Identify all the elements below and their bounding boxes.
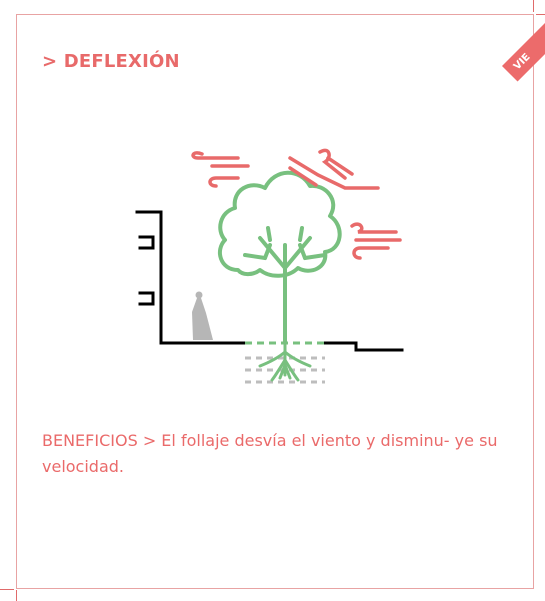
deflection-illustration	[135, 148, 404, 384]
wall-icon	[135, 210, 404, 352]
wind-icon	[191, 148, 402, 260]
crop-mark-left	[0, 589, 14, 590]
soil-lines	[245, 356, 325, 384]
benefit-description: BENEFICIOS > El follaje desvía el viento…	[42, 431, 498, 476]
crop-mark-bottom-left	[16, 590, 17, 601]
roots-icon	[258, 341, 312, 382]
content-card	[16, 14, 534, 589]
crop-mark-right	[536, 14, 545, 15]
person-icon	[192, 291, 213, 340]
crop-mark-top-right	[533, 0, 534, 12]
section-title: > DEFLEXIÓN	[42, 51, 180, 72]
tree-icon	[217, 170, 342, 345]
ribbon-label: VIE	[511, 51, 533, 73]
